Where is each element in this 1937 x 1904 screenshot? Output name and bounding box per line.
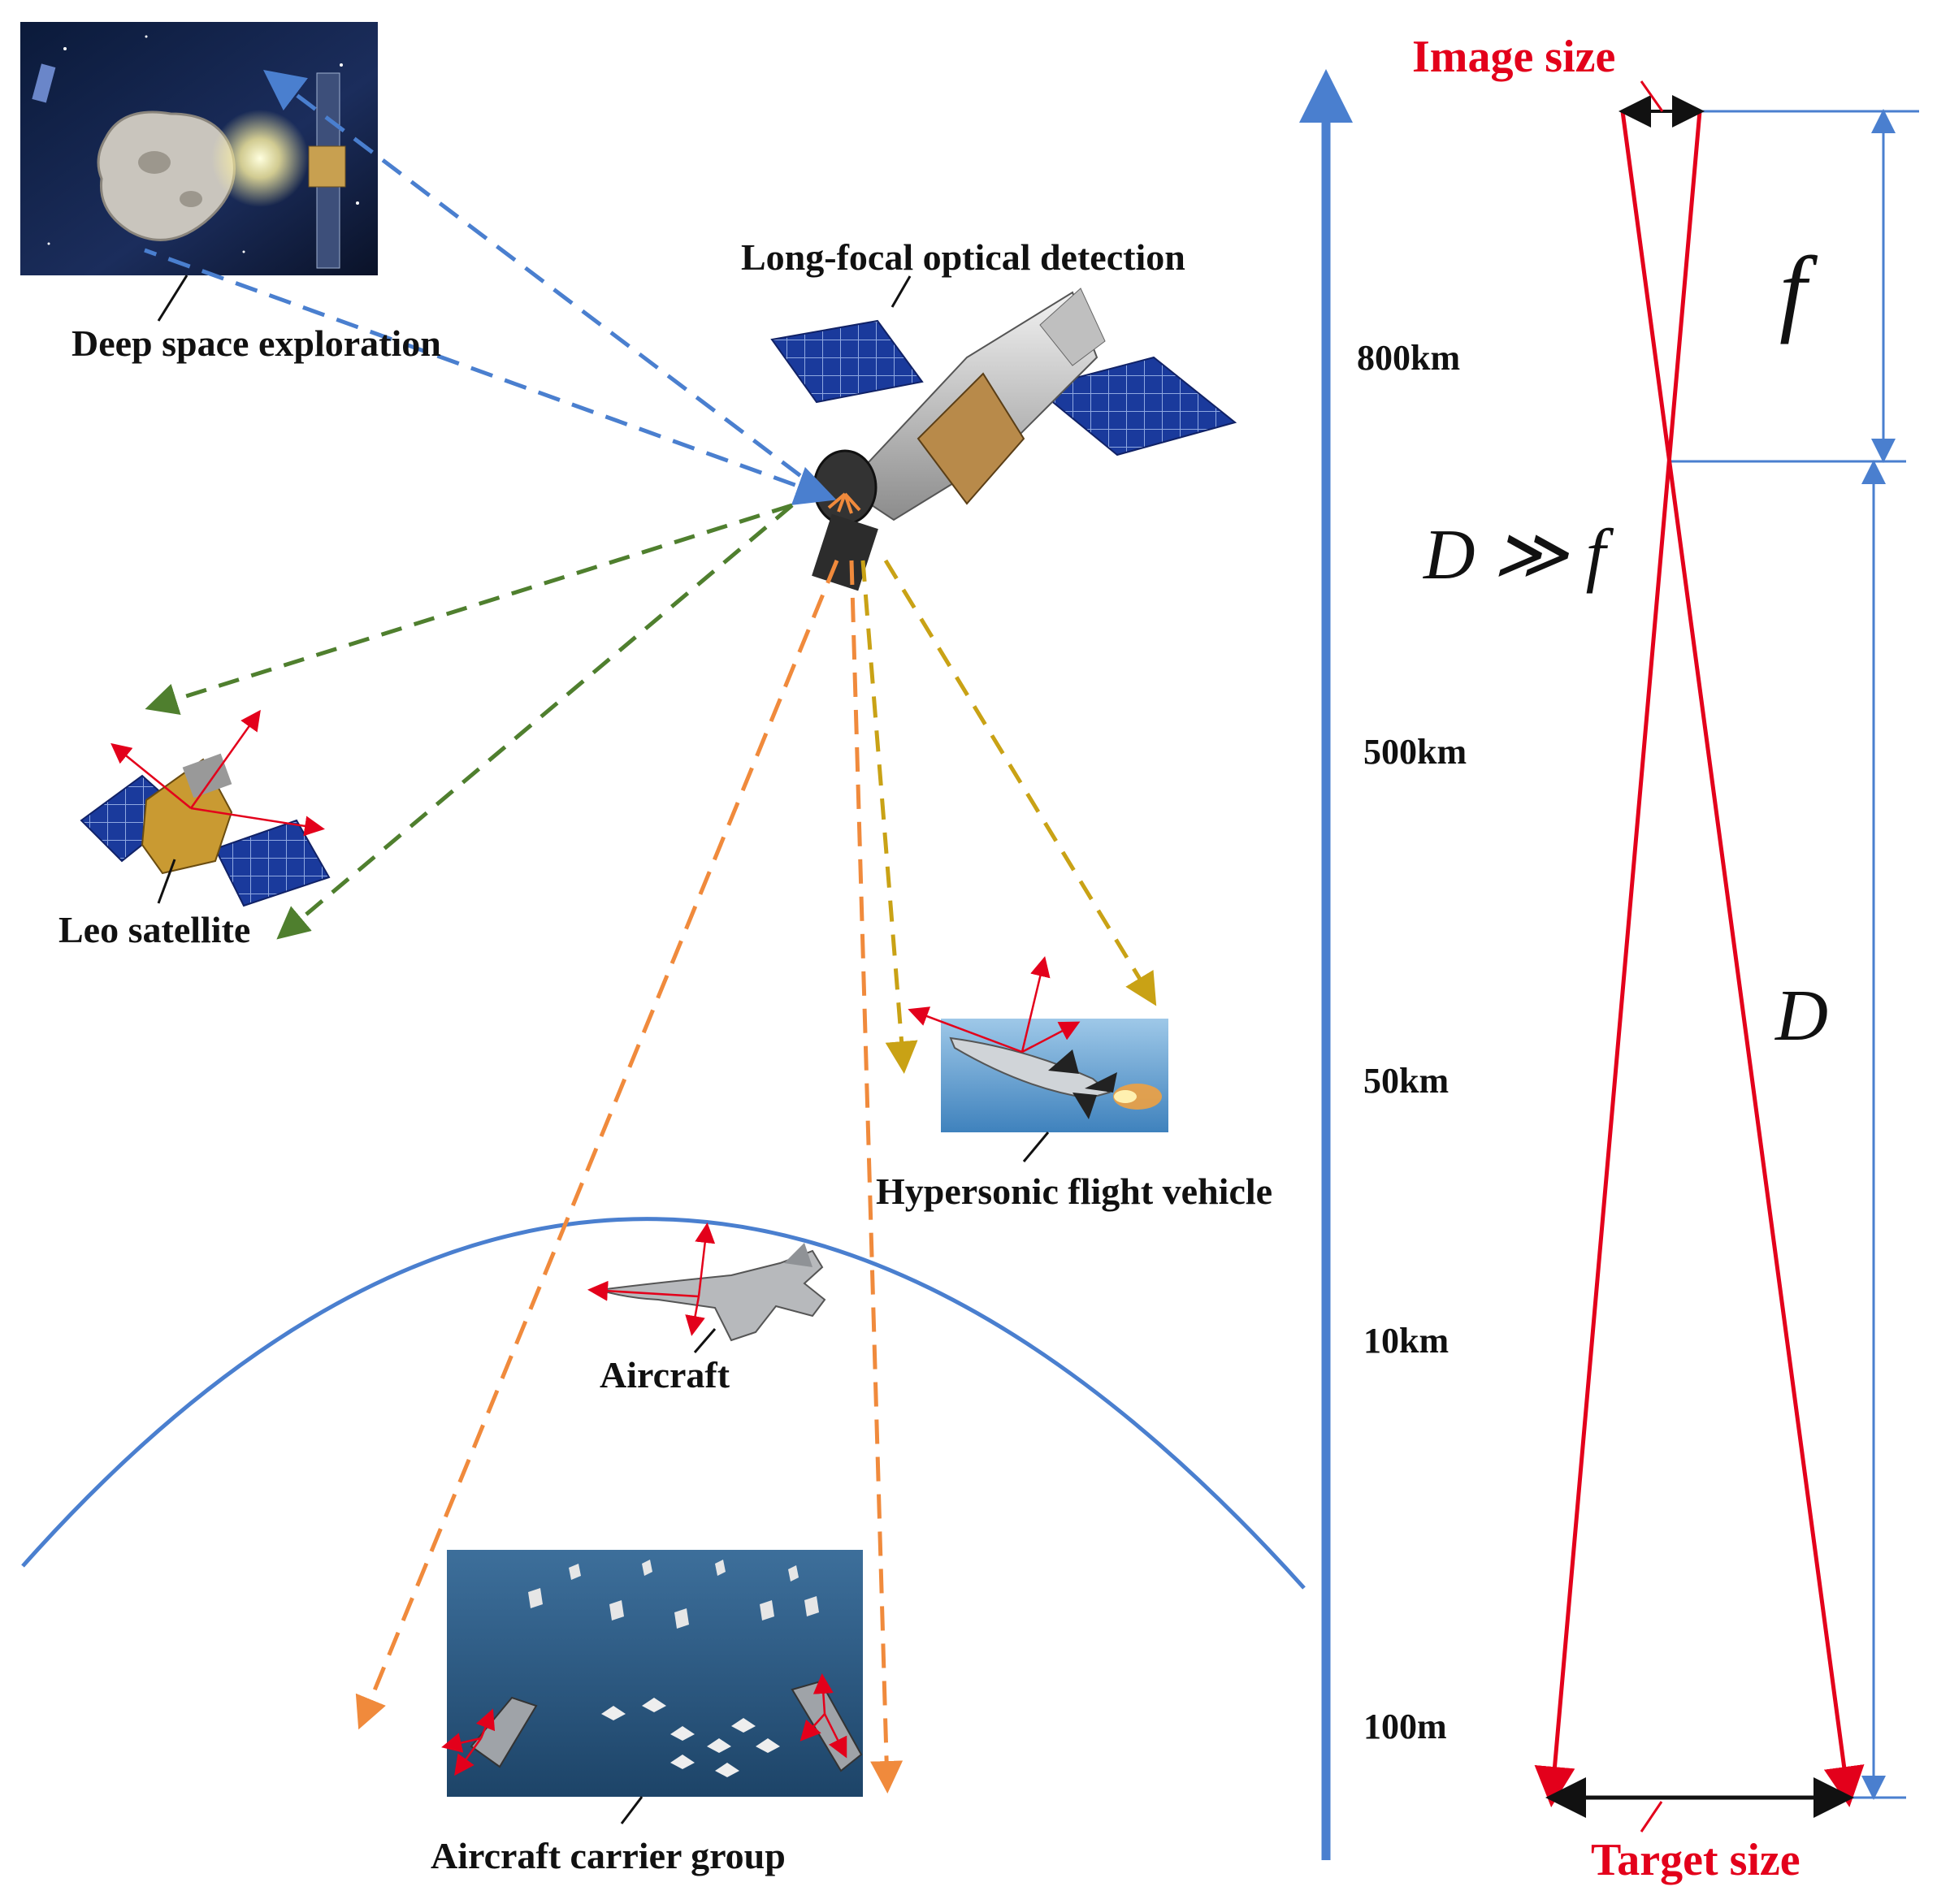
hypersonic-axes: [908, 956, 1081, 1054]
carrier-group-image: [447, 1550, 863, 1797]
deep-space-detection-lines: [144, 69, 837, 505]
long-focal-satellite: [770, 288, 1237, 591]
leo-detection-lines: [145, 503, 794, 940]
altitude-label-100m: 100m: [1363, 1707, 1447, 1746]
ray-right: [1534, 110, 1702, 1807]
deep-space-image: [20, 22, 378, 275]
label-target-size: Target size: [1591, 1835, 1800, 1885]
optics-geometry: [1534, 80, 1919, 1833]
target-size-leader: [1640, 1801, 1663, 1833]
math-relation: D ≫ f: [1423, 516, 1614, 595]
hypersonic-detection-lines: [860, 559, 1157, 1074]
image-size-leader: [1640, 80, 1664, 112]
leo-satellite-image: [80, 753, 331, 907]
math-D: D: [1774, 976, 1828, 1056]
carrier-axes: [441, 1673, 847, 1776]
altitude-label-500km: 500km: [1363, 732, 1467, 772]
sensor-fan: [827, 492, 861, 514]
aircraft-image: [599, 1243, 826, 1342]
altitude-label-10km: 10km: [1363, 1321, 1449, 1361]
leader-lines: [157, 275, 1050, 1824]
label-aircraft: Aircraft: [600, 1354, 730, 1396]
label-leo-satellite: Leo satellite: [58, 909, 250, 950]
altitude-label-50km: 50km: [1363, 1061, 1449, 1101]
hypersonic-image: [941, 1019, 1168, 1132]
asteroid-shape: [97, 110, 236, 241]
ground-detection-lines: [355, 560, 904, 1794]
ray-left: [1620, 110, 1865, 1807]
altitude-label-800km: 800km: [1357, 338, 1460, 378]
earth-horizon-arc: [21, 1217, 1306, 1590]
math-f: f: [1779, 236, 1818, 344]
label-image-size: Image size: [1412, 32, 1615, 82]
leo-satellite-axes: [110, 709, 325, 837]
label-hypersonic: Hypersonic flight vehicle: [876, 1171, 1272, 1212]
label-carrier-group: Aircraft carrier group: [431, 1835, 786, 1876]
label-deep-space: Deep space exploration: [72, 322, 441, 364]
aircraft-axes: [587, 1222, 716, 1336]
label-long-focal: Long-focal optical detection: [741, 236, 1185, 278]
